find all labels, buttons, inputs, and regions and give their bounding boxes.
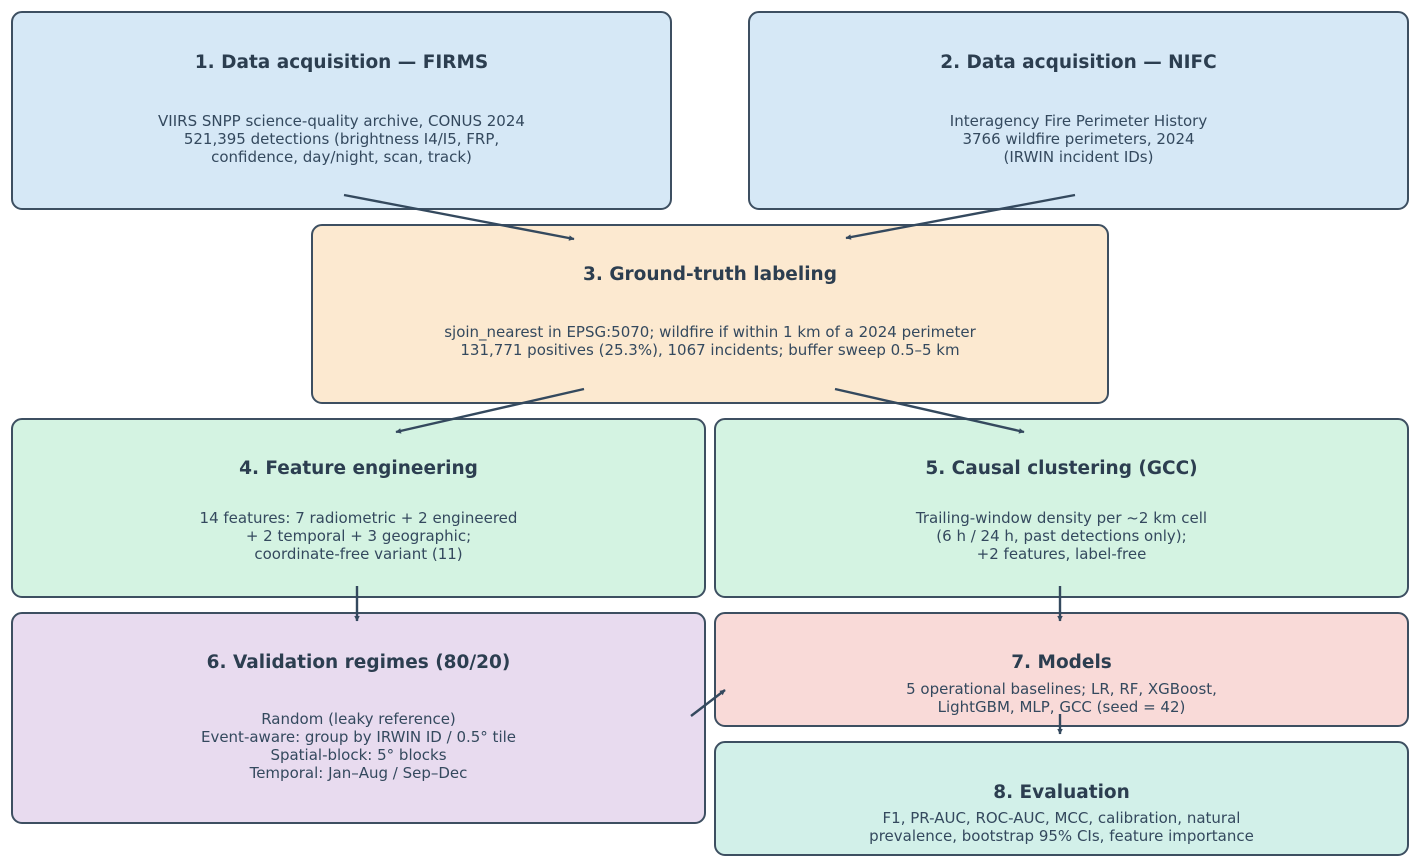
- step-4-line: 14 features: 7 radiometric + 2 engineere…: [199, 509, 518, 527]
- step-2-box: 2. Data acquisition — NIFC Interagency F…: [748, 11, 1409, 210]
- step-7-line: LightGBM, MLP, GCC (seed = 42): [937, 698, 1186, 716]
- step-7-description: 5 operational baselines; LR, RF, XGBoost…: [716, 680, 1407, 716]
- step-5-line: +2 features, label-free: [976, 545, 1147, 563]
- step-3-title: 3. Ground-truth labeling: [583, 264, 837, 285]
- step-2-description: Interagency Fire Perimeter History 3766 …: [750, 112, 1407, 166]
- step-4-title: 4. Feature engineering: [239, 458, 478, 479]
- step-6-line: Random (leaky reference): [261, 710, 456, 728]
- step-6-description: Random (leaky reference) Event-aware: gr…: [13, 710, 704, 782]
- step-8-box: 8. Evaluation F1, PR-AUC, ROC-AUC, MCC, …: [714, 741, 1409, 856]
- step-7-box: 7. Models 5 operational baselines; LR, R…: [714, 612, 1409, 727]
- step-2-title: 2. Data acquisition — NIFC: [940, 52, 1217, 73]
- step-1-line: confidence, day/night, scan, track): [211, 148, 472, 166]
- step-8-line: prevalence, bootstrap 95% CIs, feature i…: [869, 827, 1254, 845]
- step-5-line: (6 h / 24 h, past detections only);: [936, 527, 1187, 545]
- step-1-line: VIIRS SNPP science-quality archive, CONU…: [158, 112, 525, 130]
- step-2-line: 3766 wildfire perimeters, 2024: [962, 130, 1195, 148]
- step-5-line: Trailing-window density per ~2 km cell: [915, 509, 1208, 527]
- step-2-line: Interagency Fire Perimeter History: [949, 112, 1208, 130]
- step-7-title: 7. Models: [1011, 652, 1112, 673]
- step-5-title: 5. Causal clustering (GCC): [925, 458, 1198, 479]
- step-3-description: sjoin_nearest in EPSG:5070; wildfire if …: [313, 323, 1107, 359]
- step-6-line: Event-aware: group by IRWIN ID / 0.5° ti…: [200, 728, 517, 746]
- step-4-description: 14 features: 7 radiometric + 2 engineere…: [13, 509, 704, 563]
- step-8-title: 8. Evaluation: [993, 782, 1130, 803]
- step-4-box: 4. Feature engineering 14 features: 7 ra…: [11, 418, 706, 598]
- step-1-title: 1. Data acquisition — FIRMS: [194, 52, 489, 73]
- step-3-line: sjoin_nearest in EPSG:5070; wildfire if …: [444, 323, 976, 341]
- step-7-line: 5 operational baselines; LR, RF, XGBoost…: [906, 680, 1217, 698]
- step-5-description: Trailing-window density per ~2 km cell (…: [716, 509, 1407, 563]
- step-2-line: (IRWIN incident IDs): [1003, 148, 1154, 166]
- step-1-line: 521,395 detections (brightness I4/I5, FR…: [183, 130, 500, 148]
- step-1-box: 1. Data acquisition — FIRMS VIIRS SNPP s…: [11, 11, 672, 210]
- step-6-box: 6. Validation regimes (80/20) Random (le…: [11, 612, 706, 824]
- step-3-box: 3. Ground-truth labeling sjoin_nearest i…: [311, 224, 1109, 404]
- step-8-line: F1, PR-AUC, ROC-AUC, MCC, calibration, n…: [882, 809, 1241, 827]
- step-6-line: Temporal: Jan–Aug / Sep–Dec: [249, 764, 468, 782]
- step-6-title: 6. Validation regimes (80/20): [206, 652, 511, 673]
- step-6-line: Spatial-block: 5° blocks: [270, 746, 447, 764]
- step-8-description: F1, PR-AUC, ROC-AUC, MCC, calibration, n…: [716, 809, 1407, 845]
- step-5-box: 5. Causal clustering (GCC) Trailing-wind…: [714, 418, 1409, 598]
- step-4-line: + 2 temporal + 3 geographic;: [245, 527, 472, 545]
- step-1-description: VIIRS SNPP science-quality archive, CONU…: [13, 112, 670, 166]
- step-4-line: coordinate-free variant (11): [254, 545, 463, 563]
- step-3-line: 131,771 positives (25.3%), 1067 incident…: [460, 341, 960, 359]
